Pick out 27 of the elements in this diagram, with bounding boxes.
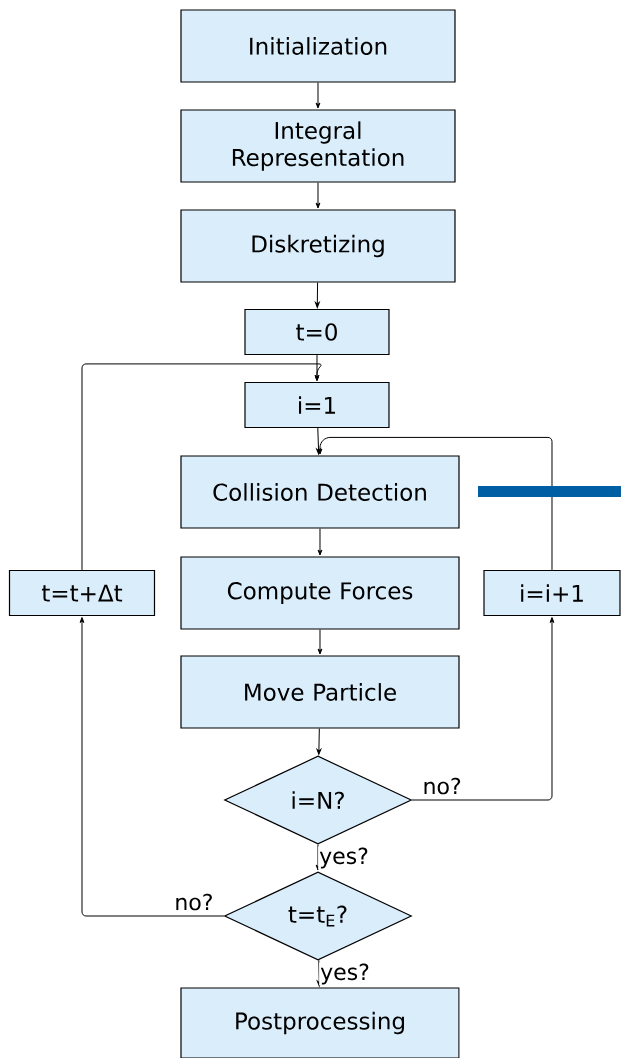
arrow (317, 629, 323, 655)
process-box: i=1 (244, 381, 390, 429)
arrow (316, 427, 321, 455)
process-box: t=t+Δt (8, 569, 156, 617)
process-box: Postprocessing (180, 987, 460, 1058)
process-box: Compute Forces (180, 556, 460, 630)
arrow (315, 844, 321, 871)
process-box: Integral Representation (180, 109, 456, 183)
process-box: Diskretizing (180, 209, 456, 283)
arrow (316, 728, 322, 755)
arrow (81, 363, 322, 571)
edge-label: no? (421, 776, 463, 796)
process-box: Move Particle (180, 655, 460, 729)
arrow (315, 182, 321, 209)
arrow (315, 82, 321, 109)
edge-label: yes? (318, 846, 370, 870)
process-box: Initialization (180, 9, 456, 83)
process-box: t=0 (244, 308, 390, 356)
arrow (317, 436, 553, 571)
edge-label: yes? (319, 962, 371, 986)
edge-label: no? (173, 892, 215, 912)
process-box: i=i+1 (483, 569, 621, 617)
arrow (317, 528, 323, 556)
process-box: Collision Detection (180, 455, 460, 529)
arrow (411, 617, 555, 801)
arrow (314, 282, 320, 308)
arrow (79, 617, 225, 917)
